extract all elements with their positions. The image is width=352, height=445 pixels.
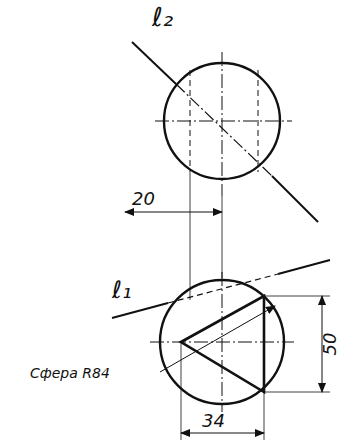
line-l2 [272, 176, 318, 222]
extension-line [222, 196, 223, 278]
line-label: ℓ₁ [112, 278, 132, 302]
extension-line [190, 172, 191, 300]
dimension-value: 34 [202, 412, 225, 430]
center-line [222, 272, 223, 412]
line-l1 [278, 260, 330, 274]
dimension-value: 50 [321, 333, 339, 356]
leader-line [160, 306, 275, 372]
dimension-line [125, 212, 222, 213]
radius-note: Сфера R84 [30, 366, 110, 380]
triangle [181, 296, 264, 392]
line-label: ℓ₂ [152, 4, 173, 30]
extension-line [264, 296, 330, 297]
hidden-line [190, 70, 191, 172]
line-l1 [168, 274, 278, 303]
line-l2 [132, 42, 176, 84]
extension-line [264, 392, 330, 393]
extension-line [181, 342, 182, 440]
hidden-line [258, 70, 259, 172]
center-line [222, 52, 223, 196]
line-l2 [176, 84, 272, 176]
line-l1 [112, 303, 168, 318]
dimension-value: 20 [132, 190, 155, 208]
dimension-line [181, 433, 264, 434]
center-line [155, 121, 292, 122]
